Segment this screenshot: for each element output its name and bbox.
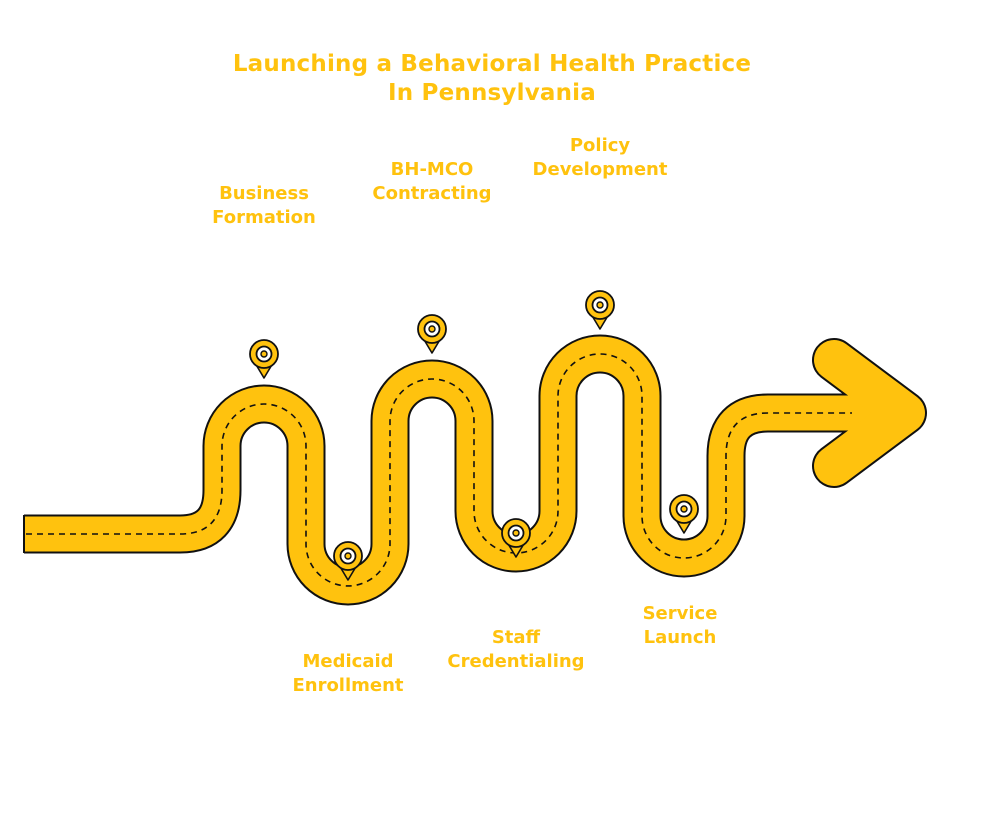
step-label-line: Medicaid — [302, 651, 394, 672]
arrow-right-icon — [814, 340, 925, 486]
step-label-line: BH-MCO — [390, 159, 474, 180]
title-line-2: In Pennsylvania — [387, 80, 596, 106]
step-label-line: Enrollment — [292, 675, 404, 696]
step-label-business-formation: Business Formation — [164, 182, 364, 230]
pin-staff-credentialing — [501, 518, 531, 558]
step-label-line: Development — [532, 159, 668, 180]
pin-policy-development — [585, 290, 615, 330]
pin-bh-mco-contracting — [417, 314, 447, 354]
pin-business-formation — [249, 339, 279, 379]
step-label-line: Service — [642, 603, 718, 624]
title-line-1: Launching a Behavioral Health Practice — [232, 51, 752, 77]
step-label-line: Business — [219, 183, 309, 204]
step-label-line: Formation — [212, 207, 316, 228]
road-center-line — [26, 353, 852, 587]
step-label-staff-credentialing: Staff Credentialing — [416, 626, 616, 674]
step-label-medicaid-enrollment: Medicaid Enrollment — [248, 650, 448, 698]
step-label-policy-development: Policy Development — [500, 134, 700, 182]
step-label-line: Contracting — [372, 183, 492, 204]
road-fill — [24, 336, 905, 604]
step-label-line: Credentialing — [447, 651, 585, 672]
step-label-line: Policy — [569, 135, 631, 156]
step-label-bh-mco-contracting: BH-MCO Contracting — [332, 158, 532, 206]
step-label-service-launch: Service Launch — [580, 602, 780, 650]
step-label-line: Staff — [491, 627, 541, 648]
diagram-title: Launching a Behavioral Health Practice I… — [0, 50, 984, 108]
pin-medicaid-enrollment — [333, 541, 363, 581]
pin-service-launch — [669, 494, 699, 534]
step-label-line: Launch — [643, 627, 717, 648]
